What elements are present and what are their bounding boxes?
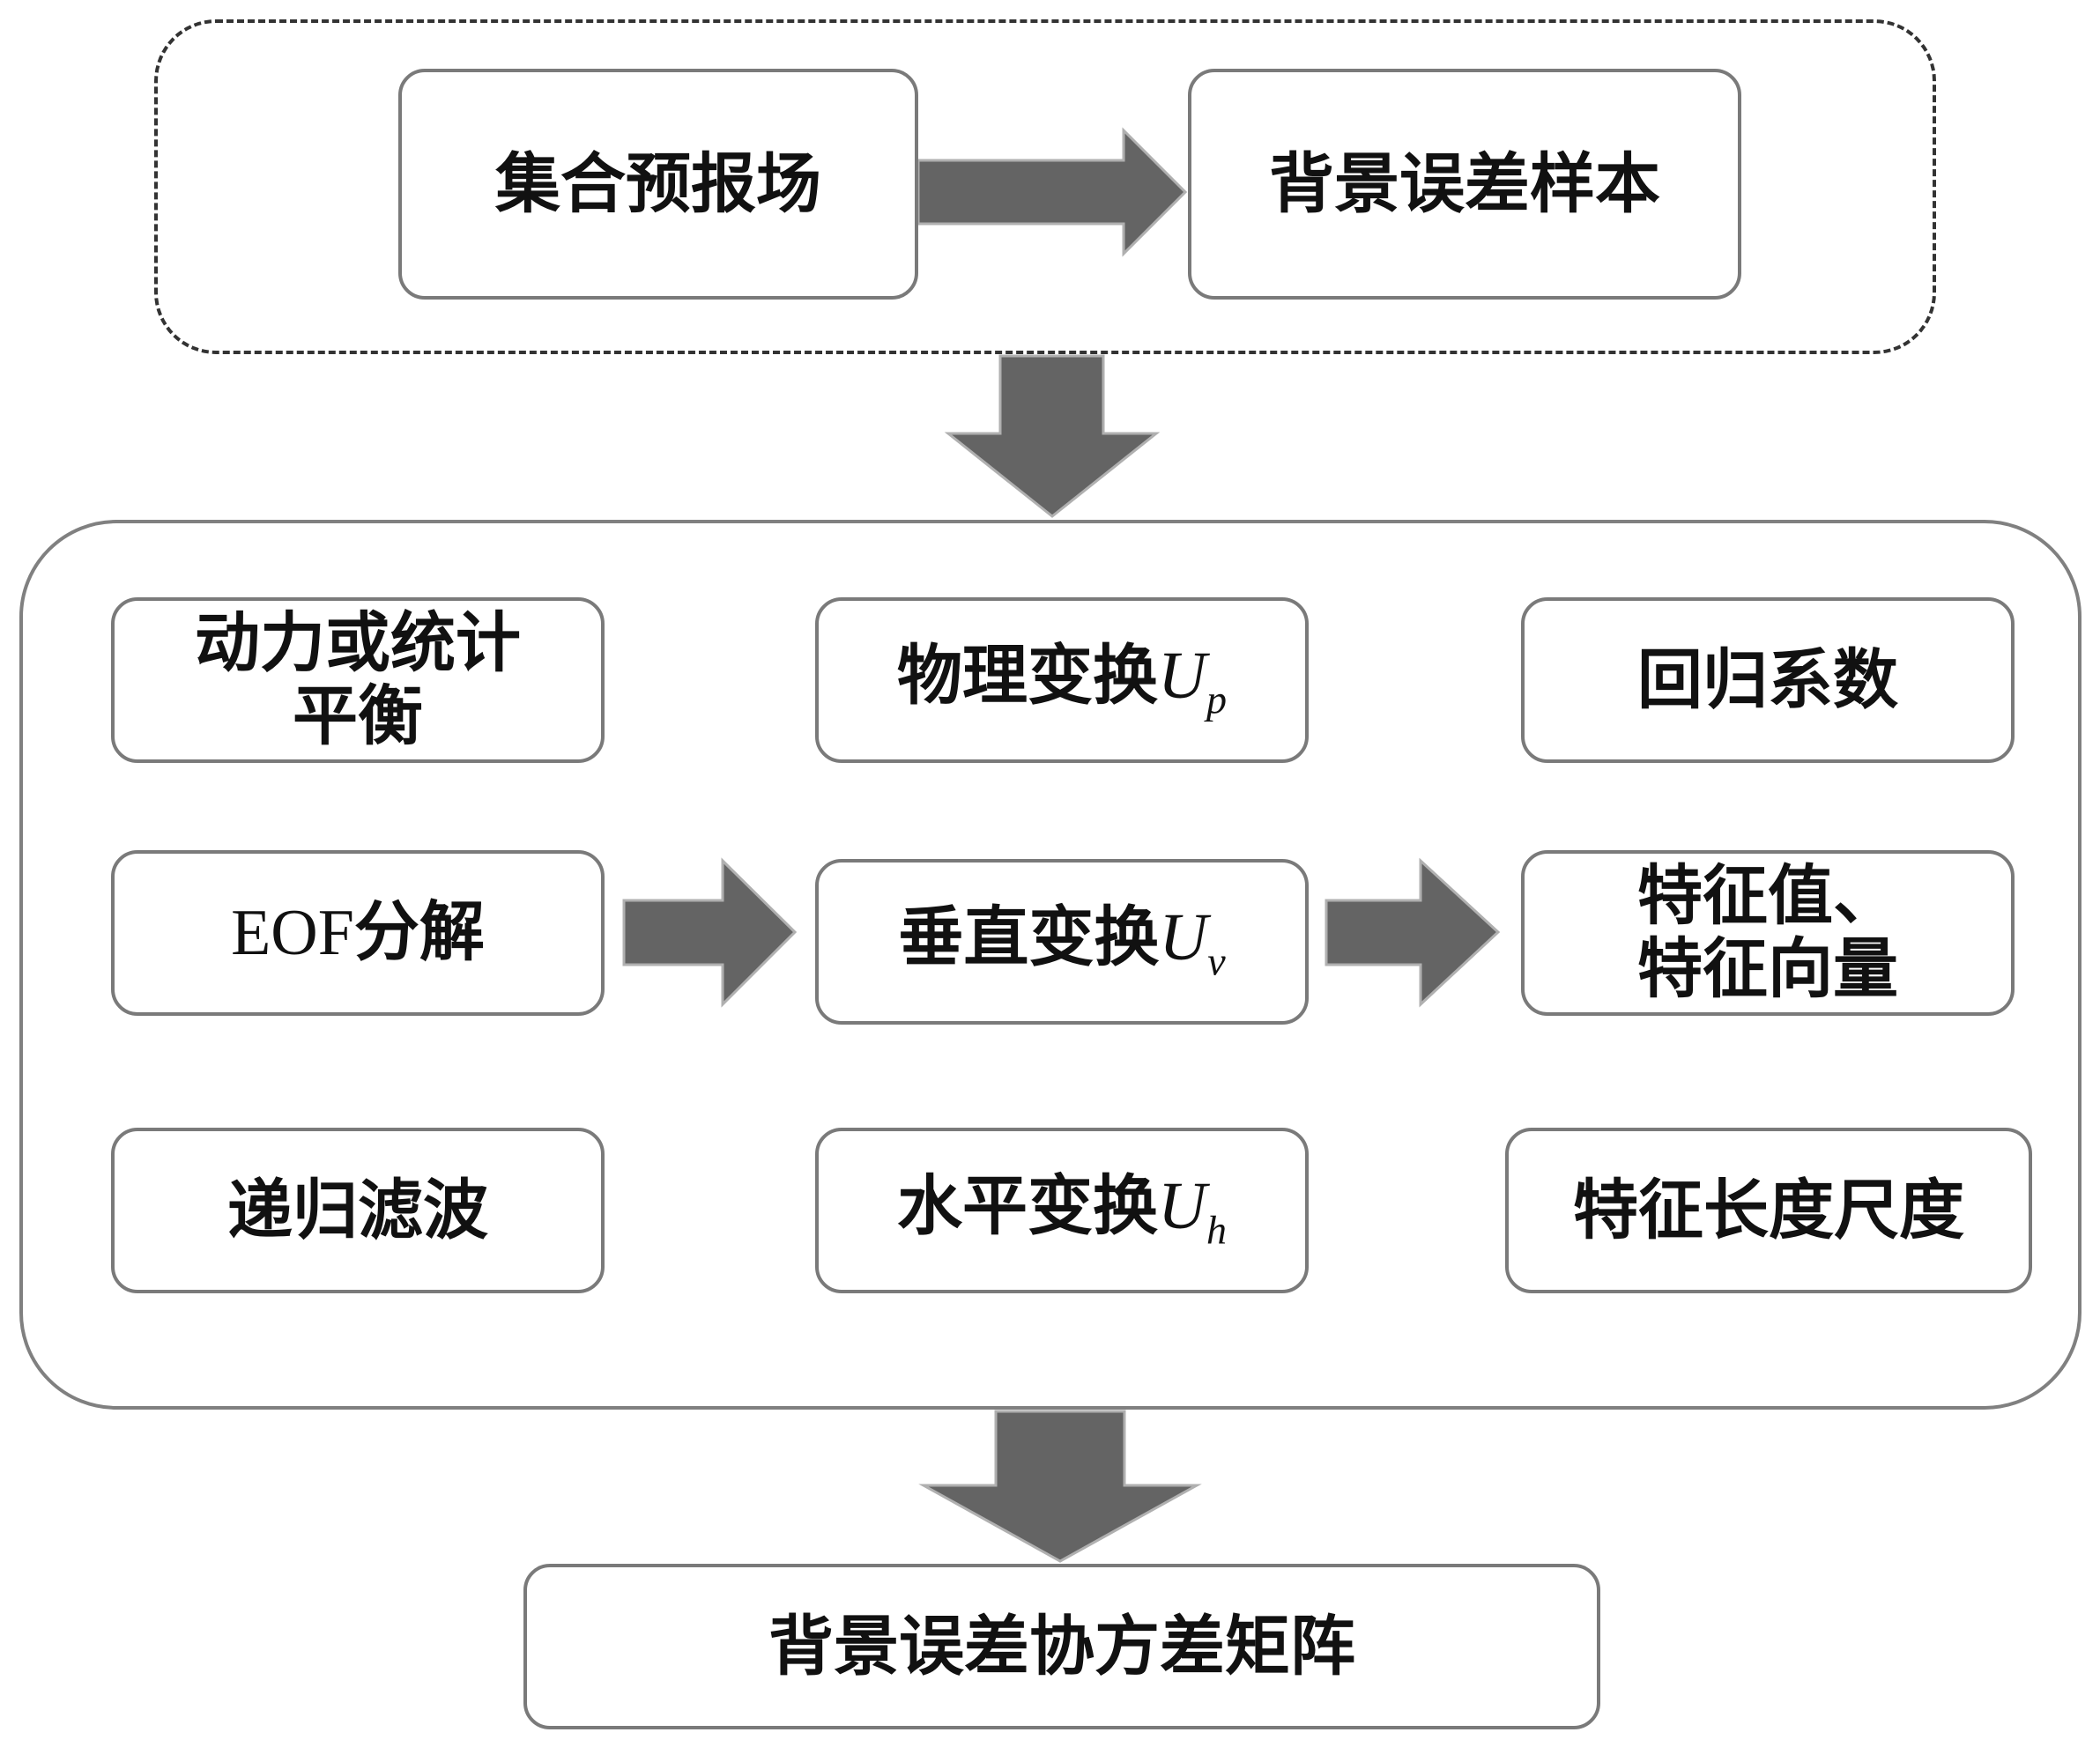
horizontal-transform-box: 水平变换Uh bbox=[815, 1128, 1309, 1293]
ensemble-sampling-group bbox=[154, 19, 1936, 354]
horizontal-transform-subscript: h bbox=[1206, 1206, 1227, 1252]
characteristic-length-scale-label: 特征长度尺度 bbox=[1573, 1172, 1964, 1248]
arrow-transforms-to-covariance bbox=[918, 1410, 1202, 1563]
background-error-samples-box: 背景误差样本 bbox=[1188, 69, 1741, 300]
arrow-vertical-to-eigen bbox=[1325, 857, 1501, 1008]
vertical-transform-subscript: v bbox=[1207, 937, 1226, 983]
eigen-values-vectors-label: 特征值、 特征向量 bbox=[1637, 858, 1898, 1007]
vertical-transform-symbol: U bbox=[1159, 900, 1208, 974]
ensemble-forecast-label: 集合预报场 bbox=[495, 145, 821, 222]
background-error-covariance-label: 背景误差协方差矩阵 bbox=[768, 1608, 1355, 1684]
regression-coefficients-label: 回归系数 bbox=[1637, 641, 1898, 718]
background-error-samples-label: 背景误差样本 bbox=[1269, 145, 1660, 222]
dynamic-statistical-balance-label: 动力或统计 平衡 bbox=[195, 605, 521, 754]
arrow-samples-to-transforms bbox=[944, 354, 1161, 518]
background-error-covariance-box: 背景误差协方差矩阵 bbox=[523, 1564, 1600, 1729]
eof-decomposition-box: EOF分解 bbox=[111, 850, 605, 1016]
transform-group bbox=[19, 520, 2081, 1410]
eigen-values-vectors-box: 特征值、 特征向量 bbox=[1521, 850, 2015, 1016]
vertical-transform-box: 垂直变换Uv bbox=[815, 859, 1309, 1025]
physical-transform-box: 物理变换Up bbox=[815, 597, 1309, 763]
arrow-eof-to-vertical bbox=[622, 857, 798, 1008]
vertical-transform-label: 垂直变换Uv bbox=[898, 899, 1226, 983]
horizontal-transform-symbol: U bbox=[1158, 1168, 1206, 1243]
horizontal-transform-label: 水平变换Uh bbox=[897, 1167, 1227, 1252]
regression-coefficients-box: 回归系数 bbox=[1521, 597, 2015, 763]
physical-transform-label: 物理变换Up bbox=[897, 637, 1227, 722]
eof-decomposition-label: EOF分解 bbox=[231, 894, 485, 971]
recursive-filter-label: 递归滤波 bbox=[227, 1172, 488, 1248]
dynamic-statistical-balance-box: 动力或统计 平衡 bbox=[111, 597, 605, 763]
characteristic-length-scale-box: 特征长度尺度 bbox=[1505, 1128, 2032, 1293]
recursive-filter-box: 递归滤波 bbox=[111, 1128, 605, 1293]
physical-transform-subscript: p bbox=[1206, 676, 1227, 722]
physical-transform-symbol: U bbox=[1158, 638, 1206, 713]
arrow-ensemble-to-samples bbox=[916, 127, 1188, 257]
ensemble-forecast-box: 集合预报场 bbox=[398, 69, 918, 300]
